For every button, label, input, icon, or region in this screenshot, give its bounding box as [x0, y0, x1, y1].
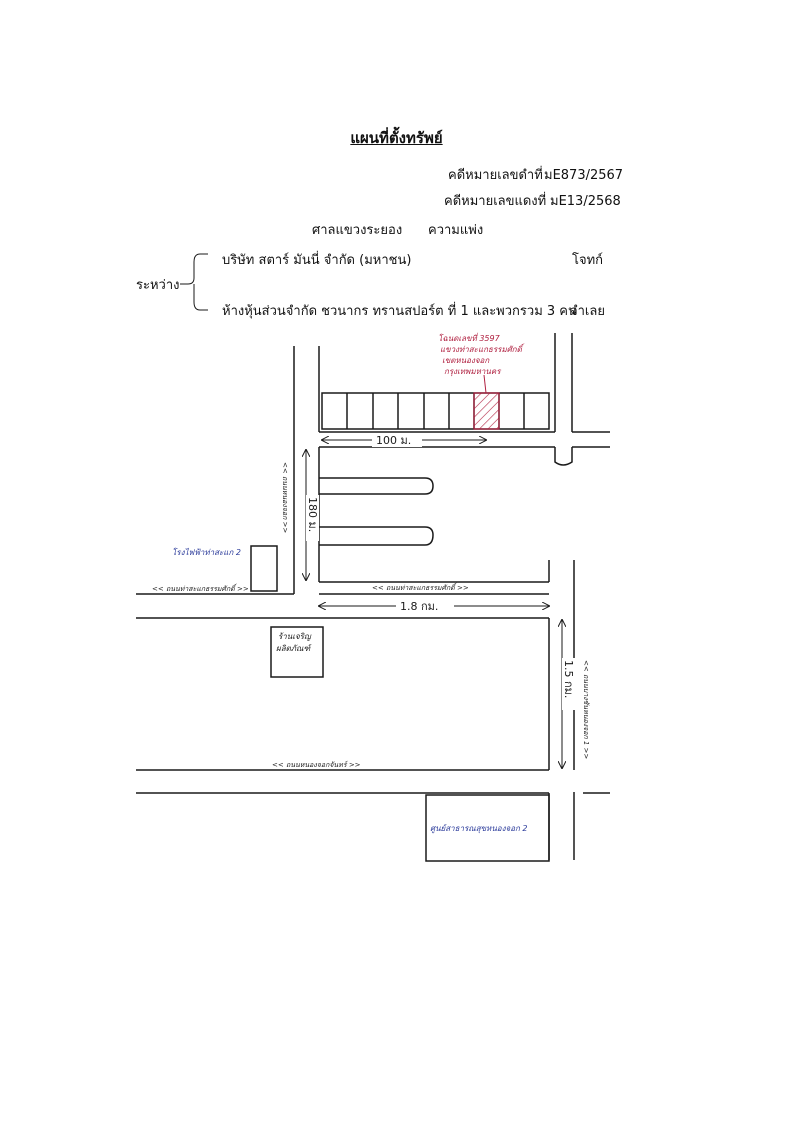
red-case-number: มE13/2568: [550, 194, 621, 209]
landmark-bottom-box: [425, 794, 550, 862]
dim-100-label: 100 ม.: [376, 434, 411, 447]
landmark-middle-line-1: ร้านเจริญ: [278, 632, 312, 641]
defendant-role: จำเลย: [570, 304, 605, 319]
landmark-bottom-label: ศูนย์สาธารณสุขหนองจอก 2: [430, 823, 527, 834]
road-top-left-label: << ถนนท่าสะแกธรรมศักดิ์ >>: [152, 583, 249, 593]
black-case-label: คดีหมายเลขดำที่: [448, 168, 543, 183]
plaintiff-role: โจทก์: [572, 253, 604, 268]
road-bottom-label: << ถนนหนองจอกจันทร์ >>: [272, 760, 361, 769]
property-note-line-2: แขวงท่าสะแกธรรมศักดิ์: [440, 343, 525, 354]
dim-1-5-label: 1.5 กม.: [562, 660, 575, 698]
dim-180-label: 180 ม.: [306, 497, 319, 532]
between-label: ระหว่าง: [136, 278, 180, 293]
landmark-middle-line-2: ผลิตภัณฑ์: [276, 643, 312, 653]
road-top-right-label: << ถนนท่าสะแกธรรมศักดิ์ >>: [372, 582, 469, 592]
between-bracket: [180, 253, 208, 311]
document-title: แผนที่ตั้งทรัพย์: [350, 129, 443, 147]
defendant-name: ห้างหุ้นส่วนจำกัด ชวนากร ทรานสปอร์ต ที่ …: [222, 304, 577, 319]
landmark-left-label: โรงไฟฟ้าท่าสะแก 2: [172, 547, 241, 557]
property-note-line-3: เขตหนองจอก: [442, 356, 490, 365]
road-left-vertical-label: << ถนนหนองจอก >>: [281, 462, 289, 533]
red-case-label: คดีหมายเลขแดงที่: [444, 194, 547, 209]
property-note-line-4: กรุงเทพมหานคร: [444, 367, 502, 377]
property-note-line-1: โฉนดเลขที่ 3597: [438, 332, 501, 343]
property-lot: [473, 392, 500, 430]
court-name: ศาลแขวงระยอง: [312, 223, 403, 238]
property-pointer: [483, 374, 487, 394]
black-case-number: มE873/2567: [544, 168, 624, 183]
dim-1-8-label: 1.8 กม.: [400, 600, 438, 613]
case-type: ความแพ่ง: [428, 223, 484, 238]
road-right-vertical-label: << ถนนบางชันหนองจอก 1 >>: [582, 660, 590, 759]
lot-row: [321, 392, 550, 430]
plaintiff-name: บริษัท สตาร์ มันนี่ จำกัด (มหาชน): [222, 253, 412, 268]
landmark-left-box: [250, 545, 278, 592]
landmark-middle-box: [270, 626, 324, 678]
